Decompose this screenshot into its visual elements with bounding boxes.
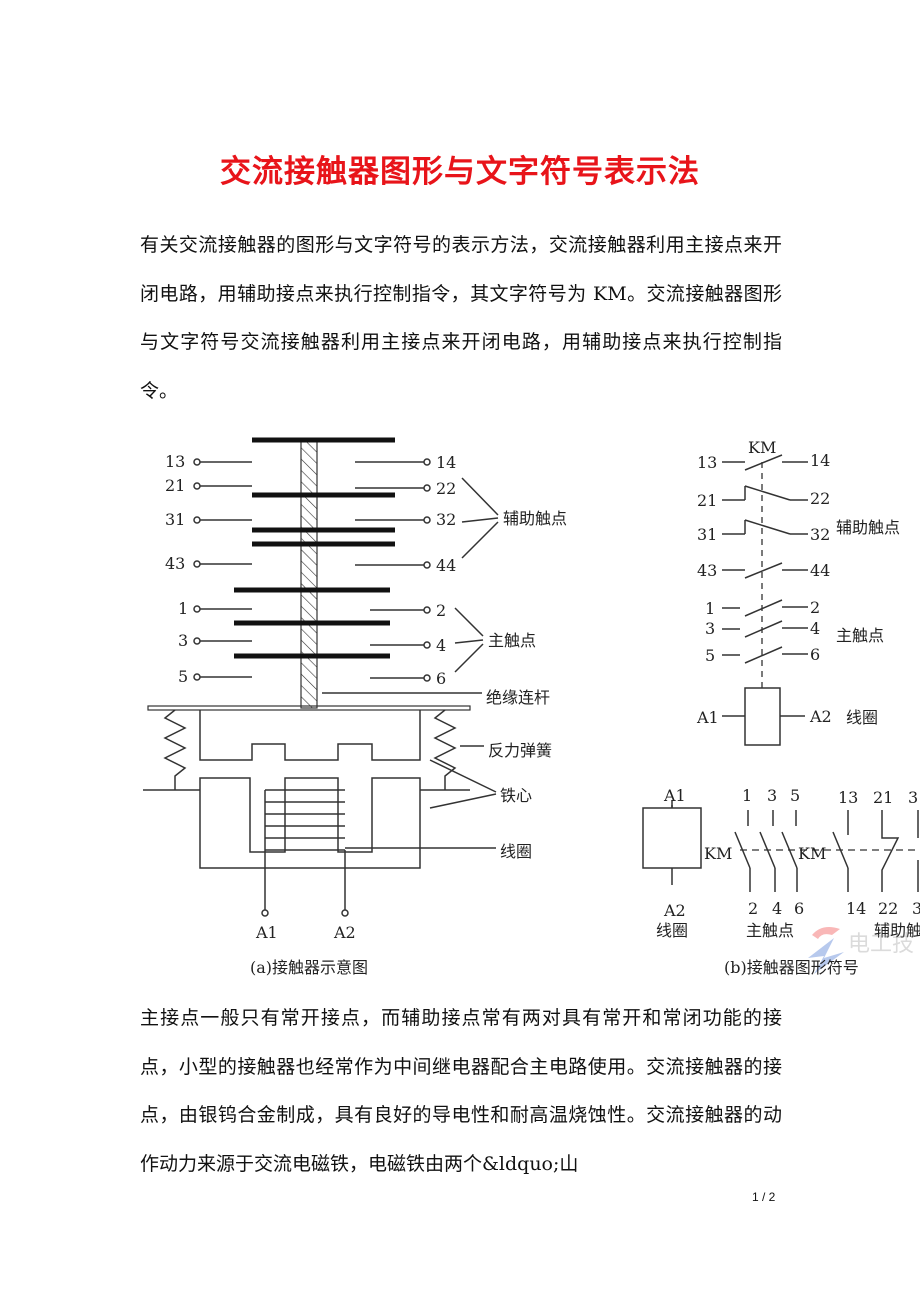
terminal-6: 6 <box>436 669 446 688</box>
main-bottom-4: 4 <box>772 899 782 918</box>
diagram-b-vertical: KM 13 21 31 43 1 3 5 14 22 32 44 2 4 6 辅… <box>696 438 900 746</box>
paragraph-intro: 有关交流接触器的图形与文字符号的表示方法，交流接触器利用主接点来开闭电路，用辅助… <box>140 234 782 402</box>
right-contact-leads <box>355 458 431 682</box>
armature-and-core <box>143 705 471 917</box>
contact-bars <box>234 437 395 659</box>
b-terminal-22: 22 <box>810 489 830 508</box>
label-aux-contacts: 辅助触点 <box>503 509 567 528</box>
coil-terminal-a1: A1 <box>255 923 278 942</box>
page-number: 1 / 2 <box>752 1190 776 1204</box>
aux-top-3x: 3 <box>908 788 918 807</box>
terminal-2: 2 <box>436 601 446 620</box>
b-terminal-1: 1 <box>705 599 715 618</box>
terminal-43: 43 <box>165 554 185 573</box>
label-main-contacts: 主触点 <box>488 631 536 650</box>
terminal-3: 3 <box>178 631 188 650</box>
coil-a2-label: A2 <box>663 901 686 920</box>
coil-a1-label: A1 <box>663 786 686 805</box>
pointer-arrows <box>322 477 499 849</box>
coil-label: 线圈 <box>656 921 688 940</box>
aux-bottom-14: 14 <box>846 899 866 918</box>
km-label: KM <box>748 438 776 457</box>
terminal-44: 44 <box>436 556 456 575</box>
label-return-spring: 反力弹簧 <box>488 741 552 760</box>
left-contact-leads <box>193 458 252 681</box>
watermark-logo: 电工技 <box>808 927 914 974</box>
b-terminal-2: 2 <box>810 598 820 617</box>
b-terminal-5: 5 <box>705 646 715 665</box>
main-top-1: 1 <box>742 786 752 805</box>
km-main-label: KM <box>798 844 826 863</box>
aux-bottom-22: 22 <box>878 899 898 918</box>
b-label-main: 主触点 <box>836 626 884 645</box>
b-label-coil: 线圈 <box>846 708 878 727</box>
aux-top-13: 13 <box>838 788 858 807</box>
b-terminal-3: 3 <box>705 619 715 638</box>
label-iron-core: 铁心 <box>500 786 532 805</box>
b-terminal-31: 31 <box>697 525 717 544</box>
terminal-4: 4 <box>436 636 446 655</box>
b-coil-a1: A1 <box>696 708 719 727</box>
b-label-aux: 辅助触点 <box>836 518 900 537</box>
coil-terminal-a2: A2 <box>333 923 356 942</box>
b-terminal-44: 44 <box>810 561 830 580</box>
b-terminal-21: 21 <box>697 491 717 510</box>
aux-bottom-3x: 3 <box>912 899 920 918</box>
terminal-32: 32 <box>436 510 456 529</box>
paragraph-details: 主接点一般只有常开接点，而辅助接点常有两对具有常开和常闭功能的接点，小型的接触器… <box>140 1007 782 1175</box>
main-contacts-label: 主触点 <box>746 921 794 940</box>
b-terminal-4: 4 <box>810 619 820 638</box>
insulating-rod <box>300 439 318 709</box>
terminal-21: 21 <box>165 476 185 495</box>
terminal-1: 1 <box>178 599 188 618</box>
label-insulating-rod: 绝缘连杆 <box>486 688 550 707</box>
terminal-13: 13 <box>165 452 185 471</box>
aux-top-21: 21 <box>873 788 893 807</box>
main-top-3: 3 <box>767 786 777 805</box>
main-top-5: 5 <box>790 786 800 805</box>
terminal-14: 14 <box>436 453 456 472</box>
b-coil-a2: A2 <box>809 707 832 726</box>
km-coil-label: KM <box>704 844 732 863</box>
watermark-text: 电工技 <box>848 932 914 957</box>
b-terminal-14: 14 <box>810 451 830 470</box>
b-terminal-43: 43 <box>697 561 717 580</box>
aux-contacts-label: 辅助触 <box>874 921 920 940</box>
label-coil: 线圈 <box>500 842 532 861</box>
b-terminal-6: 6 <box>810 645 820 664</box>
diagram-a: 13 21 31 43 1 3 5 14 22 32 44 2 4 6 辅助触点… <box>143 437 567 977</box>
terminal-22: 22 <box>436 479 456 498</box>
document-title: 交流接触器图形与文字符号表示法 <box>220 154 700 190</box>
terminal-31: 31 <box>165 510 185 529</box>
caption-b: (b)接触器图形符号 <box>724 958 859 977</box>
caption-a: (a)接触器示意图 <box>250 958 368 977</box>
main-bottom-2: 2 <box>748 899 758 918</box>
terminal-5: 5 <box>178 667 188 686</box>
main-bottom-6: 6 <box>794 899 804 918</box>
diagram-b-horizontal: A1 A2 线圈 KM KM 1 3 5 2 4 6 主触点 13 21 3 1… <box>642 786 920 977</box>
b-terminal-32: 32 <box>810 525 830 544</box>
b-terminal-13: 13 <box>697 453 717 472</box>
